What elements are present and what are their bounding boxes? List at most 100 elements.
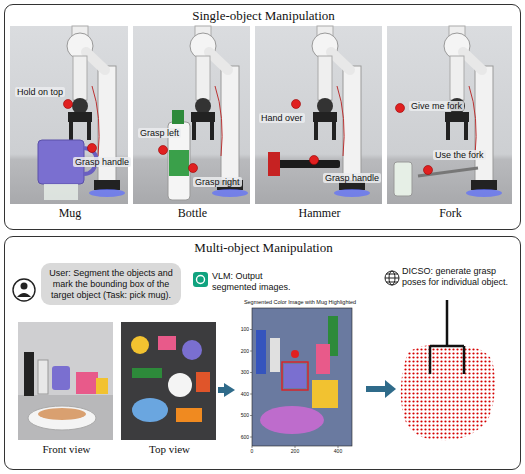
segmented-image (338, 446, 339, 448)
user-icon (21, 283, 28, 290)
axis-tick: 500 (236, 412, 249, 418)
front-view-photo (38, 408, 86, 420)
hammer (278, 160, 340, 168)
callout-dot (396, 104, 405, 113)
axis-tick: 200 (287, 448, 303, 454)
top-view-photo (121, 322, 216, 440)
segmented-image (250, 308, 352, 448)
globe-icon (386, 274, 398, 275)
segmented-image (250, 329, 252, 330)
front-view-photo (18, 395, 113, 440)
top-view-photo (176, 408, 202, 422)
front-view-photo (18, 322, 113, 440)
segmented-image (291, 350, 299, 358)
front-view-photo (96, 378, 108, 394)
callout-text: Give me fork (409, 101, 464, 111)
axis-tick: 400 (236, 391, 249, 397)
axis-tick: 600 (236, 434, 249, 440)
plot-title: Segmented Color Image with Mug Highlight… (237, 299, 363, 305)
segmented-image (282, 362, 308, 390)
callout-text: Grasp handle (73, 157, 131, 167)
segmented-image (250, 415, 252, 416)
axis-tick: 100 (236, 326, 249, 332)
speech-bubble: User: Segment the objects and mark the b… (41, 263, 181, 305)
front-view-photo (52, 366, 70, 390)
photo: Hold on topGrasp handleMug (11, 27, 129, 223)
user-icon (13, 279, 35, 301)
segmented-image (316, 344, 330, 374)
mug (38, 140, 96, 200)
bottle (168, 110, 190, 200)
segmented-image (270, 338, 280, 372)
front-view-photo (18, 322, 113, 440)
step-note: DICSO: generate grasp poses for individu… (402, 266, 518, 288)
callout-text: Grasp handle (323, 173, 381, 183)
globe-icon (386, 282, 398, 283)
callout-dot (292, 100, 301, 109)
photo: Top view (122, 323, 217, 457)
top-view-photo (132, 398, 168, 422)
axis-tick: 0 (244, 448, 260, 454)
front-view-photo (38, 360, 48, 394)
axis-tick: 300 (236, 369, 249, 375)
caption: Top view (122, 443, 217, 456)
bottle (172, 110, 184, 124)
segmented-image (250, 351, 252, 352)
callout-text: Hold on top (15, 87, 65, 97)
mug (44, 184, 78, 200)
photo: Grasp leftGrasp rightBottle (134, 27, 251, 223)
flow-arrow (366, 386, 386, 392)
front-view-photo (24, 352, 34, 396)
user-icon (13, 279, 35, 301)
photo: Give me forkUse the forkFork (388, 27, 513, 223)
caption: Bottle (134, 207, 251, 221)
flow-arrow (218, 387, 226, 393)
callout-text: Use the fork (433, 150, 486, 160)
photo-ground (387, 26, 512, 204)
fork (394, 162, 412, 196)
callout-dot (310, 156, 319, 165)
segmented-image: Segmented Color Image with Mug Highlight… (237, 297, 363, 463)
fork (394, 162, 478, 196)
top-view-photo (158, 336, 176, 350)
user-icon (17, 293, 31, 297)
flow-arrow (385, 380, 396, 398)
caption: Mug (11, 207, 129, 221)
caption: Hammer (256, 207, 383, 221)
segmented-image (284, 364, 306, 388)
flow-arrow (366, 380, 396, 398)
top-view-photo (121, 322, 216, 440)
caption: Fork (388, 207, 513, 221)
front-view-photo (76, 372, 98, 394)
top-view-photo (131, 336, 149, 354)
caption: Multi-object Manipulation (5, 241, 522, 256)
callout-text: Grasp left (138, 128, 181, 138)
axis-tick: 200 (236, 348, 249, 354)
callout-dot (189, 164, 198, 173)
callout-text: Grasp right (193, 177, 242, 187)
caption: Single-object Manipulation (5, 9, 522, 24)
segmented-image (312, 380, 338, 408)
segmented-image (252, 446, 253, 448)
photo: Front view (19, 323, 114, 457)
callout-dot (64, 100, 433, 175)
segmented-image (250, 437, 252, 438)
vlm-icon (193, 272, 208, 287)
callout-dot (88, 144, 97, 153)
robot-arm (190, 26, 248, 197)
point-cloud (430, 300, 464, 374)
point-cloud (401, 300, 495, 440)
panel: Single-object ManipulationHold on topGra… (4, 4, 521, 230)
segmented-image (250, 394, 252, 395)
photo: Hand overGrasp handleHammer (256, 27, 383, 223)
globe-icon (385, 271, 399, 285)
segmented-image (256, 330, 266, 374)
bubble-text: User: Segment the objects and mark the b… (47, 268, 175, 300)
vlm-icon (197, 276, 205, 284)
axis-tick: 400 (330, 448, 346, 454)
top-view-photo (168, 373, 192, 397)
step-note: VLM: Output segmented images. (212, 271, 304, 293)
callout-text: Hand over (259, 113, 305, 123)
